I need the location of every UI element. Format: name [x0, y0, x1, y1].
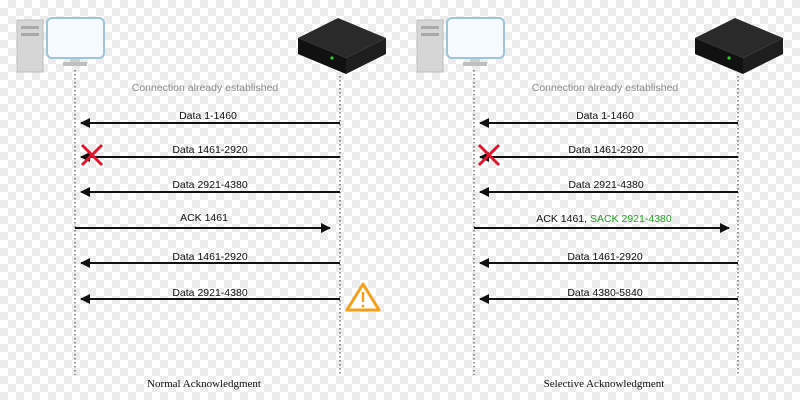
right-panel: Connection already established Data 1-14…: [416, 17, 783, 390]
left-msg-5-label: Data 1461-2920: [172, 251, 247, 263]
left-msg-1-label: Data 1-1460: [179, 110, 237, 122]
right-msg-1-label: Data 1-1460: [576, 110, 634, 122]
right-msg-4-label: ACK 1461, SACK 2921-4380: [536, 213, 672, 225]
left-panel: Connection already established Data 1-14…: [16, 17, 386, 390]
left-msg-3-label: Data 2921-4380: [172, 179, 247, 191]
warning-triangle-icon: [345, 282, 381, 312]
ack-label: ACK 1461,: [536, 213, 587, 225]
client-computer-icon: [416, 17, 505, 73]
left-msg-6-label: Data 2921-4380: [172, 287, 247, 299]
client-computer-icon: [16, 17, 105, 73]
right-msg-6-label: Data 4380-5840: [567, 287, 642, 299]
right-header: Connection already established: [532, 82, 679, 94]
left-caption: Normal Acknowledgment: [147, 378, 261, 390]
sack-label: SACK 2921-4380: [590, 213, 672, 225]
lost-packet-x-icon: [477, 143, 501, 167]
server-box-icon: [695, 18, 783, 74]
lost-packet-x-icon: [80, 143, 104, 167]
right-msg-3-label: Data 2921-4380: [568, 179, 643, 191]
left-msg-2-label: Data 1461-2920: [172, 144, 247, 156]
server-box-icon: [298, 18, 386, 74]
right-msg-5-label: Data 1461-2920: [567, 251, 642, 263]
left-msg-4-label: ACK 1461: [180, 212, 228, 224]
right-msg-2-label: Data 1461-2920: [568, 144, 643, 156]
left-header: Connection already established: [132, 82, 279, 94]
right-caption: Selective Acknowledgment: [544, 378, 665, 390]
